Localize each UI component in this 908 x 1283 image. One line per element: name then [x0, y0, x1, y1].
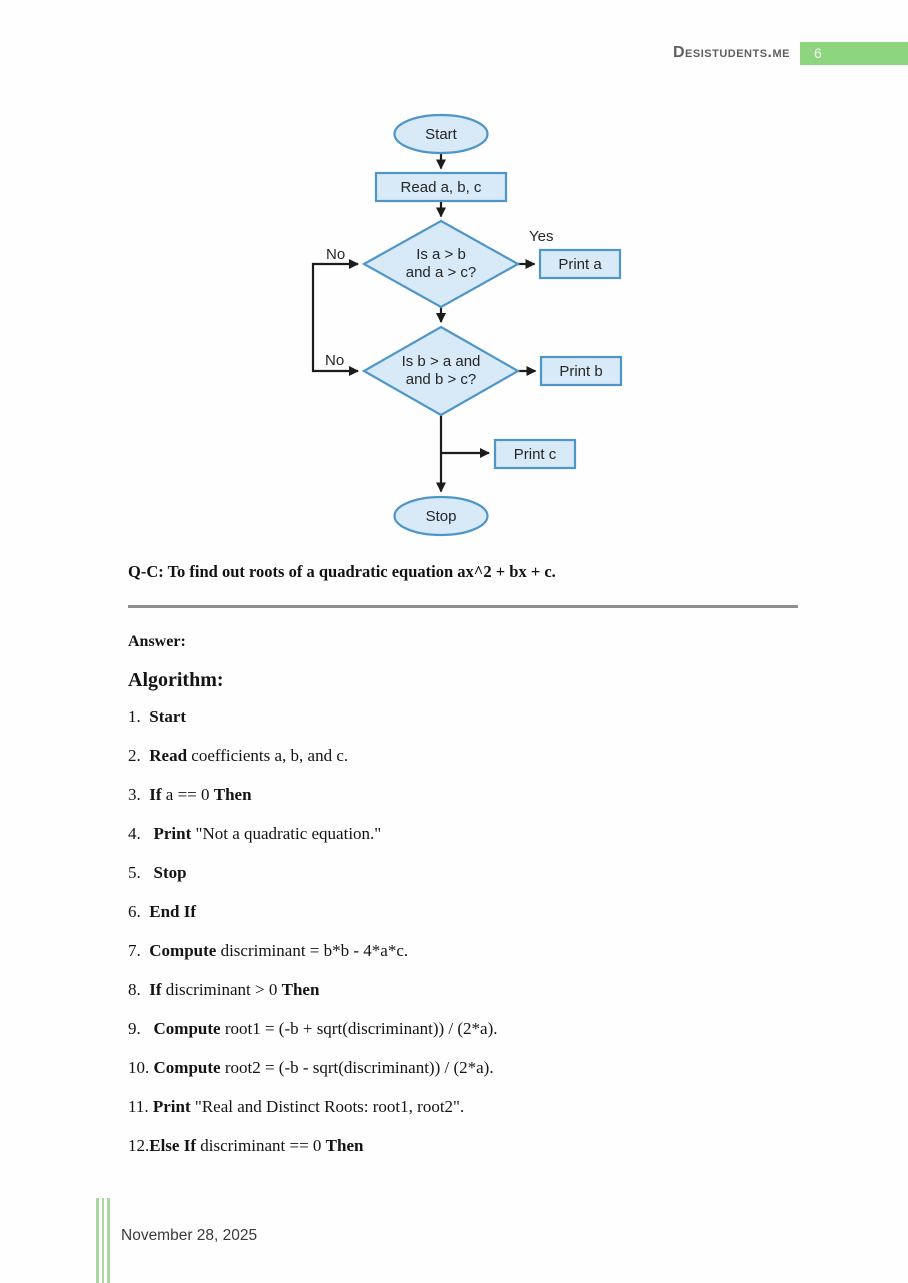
step-keyword: Then [281, 980, 320, 999]
algorithm-step: 12.Else If discriminant == 0 Then [128, 1135, 818, 1156]
accent-bar [101, 1198, 105, 1283]
algorithm-step: 6. End If [128, 901, 818, 922]
step-keyword: Compute [153, 1058, 221, 1077]
algorithm-step: 11. Print "Real and Distinct Roots: root… [128, 1096, 818, 1117]
section-divider [128, 605, 798, 608]
footer-accent-bars [96, 1198, 110, 1283]
step-text: 6. [128, 902, 150, 921]
footer-date: November 28, 2025 [121, 1227, 258, 1244]
step-keyword: Compute [153, 1019, 221, 1038]
stop-label: Stop [426, 508, 457, 525]
yes-edge-label: Yes [529, 228, 553, 245]
step-text: discriminant > 0 [161, 980, 282, 999]
stop-terminator [393, 495, 489, 537]
accent-bar [96, 1198, 99, 1283]
step-text: 5. [128, 863, 154, 882]
start-terminator [393, 113, 489, 155]
algorithm-step: 2. Read coefficients a, b, and c. [128, 745, 818, 766]
decision2-diamond [361, 325, 521, 417]
algorithm-steps-list: 1. Start 2. Read coefficients a, b, and c… [128, 706, 818, 1156]
step-keyword: Read [149, 746, 188, 765]
step-text: "Real and Distinct Roots: root1, root2". [190, 1097, 465, 1116]
print-a-label: Print a [558, 256, 602, 273]
read-label: Read a, b, c [401, 179, 482, 196]
step-text: 3. [128, 785, 150, 804]
step-keyword: If [149, 785, 162, 804]
print-c-label: Print c [514, 446, 557, 463]
algorithm-step: 8. If discriminant > 0 Then [128, 979, 818, 1000]
print-b-label: Print b [559, 363, 602, 380]
decision2-label-line1: Is b > a and [402, 353, 481, 370]
step-keyword: Start [149, 707, 187, 726]
decision1-label-line1: Is a > b [416, 246, 466, 263]
step-text: 10. [128, 1058, 154, 1077]
read-process-box [374, 171, 508, 203]
no-edge-label-1: No [326, 246, 345, 263]
step-keyword: Print [152, 1097, 191, 1116]
flowchart-connectors [311, 153, 537, 493]
step-text: discriminant = b*b - 4*a*c. [216, 941, 409, 960]
step-text: 8. [128, 980, 150, 999]
step-text: 9. [128, 1019, 154, 1038]
algorithm-step: 10. Compute root2 = (-b - sqrt(discrimin… [128, 1057, 818, 1078]
flowchart-shapes [361, 113, 623, 537]
step-text: discriminant == 0 [196, 1136, 326, 1155]
step-keyword: Then [325, 1136, 364, 1155]
step-keyword: End If [149, 902, 197, 921]
page-number: 6 [814, 45, 822, 61]
step-text: 11. [128, 1097, 153, 1116]
algorithm-step: 9. Compute root1 = (-b + sqrt(discrimina… [128, 1018, 818, 1039]
algorithm-step: 1. Start [128, 706, 818, 727]
decision1-diamond [361, 219, 521, 309]
decision1-label-line2: and a > c? [406, 264, 476, 281]
answer-section: Answer: Algorithm: 1. Start 2. Read coeff… [128, 632, 818, 1174]
step-keyword: Compute [149, 941, 217, 960]
flowchart-figure: Start Read a, b, c Is a > b and a > c? P… [311, 113, 623, 537]
step-keyword: Else If [149, 1136, 196, 1155]
step-text: root1 = (-b + sqrt(discriminant)) / (2*a… [220, 1019, 498, 1038]
decision2-label-line2: and b > c? [406, 371, 476, 388]
print-c-box [493, 438, 577, 470]
step-keyword: Then [213, 785, 252, 804]
algorithm-step: 4. Print "Not a quadratic equation." [128, 823, 818, 844]
step-keyword: Print [153, 824, 192, 843]
step-text: root2 = (-b - sqrt(discriminant)) / (2*a… [220, 1058, 494, 1077]
step-keyword: If [149, 980, 162, 999]
step-text: 4. [128, 824, 154, 843]
step-text: "Not a quadratic equation." [191, 824, 382, 843]
step-text: coefficients a, b, and c. [187, 746, 349, 765]
no-edge-label-2: No [325, 352, 344, 369]
step-text: 7. [128, 941, 150, 960]
print-a-box [538, 248, 622, 280]
answer-label: Answer: [128, 633, 186, 650]
algorithm-step: 7. Compute discriminant = b*b - 4*a*c. [128, 940, 818, 961]
step-text: 12. [128, 1136, 150, 1155]
page-number-badge: 6 [800, 42, 908, 65]
step-keyword: Stop [153, 863, 187, 882]
print-b-box [539, 355, 623, 387]
step-text: 2. [128, 746, 150, 765]
site-name: Desistudents.me [672, 44, 790, 61]
question-text: Q-C: To find out roots of a quadratic eq… [128, 562, 556, 581]
start-label: Start [425, 126, 458, 143]
algorithm-step: 3. If a == 0 Then [128, 784, 818, 805]
algorithm-heading: Algorithm: [128, 669, 224, 691]
algorithm-step: 5. Stop [128, 862, 818, 883]
accent-bar [107, 1198, 110, 1283]
step-text: a == 0 [161, 785, 214, 804]
step-text: 1. [128, 707, 150, 726]
